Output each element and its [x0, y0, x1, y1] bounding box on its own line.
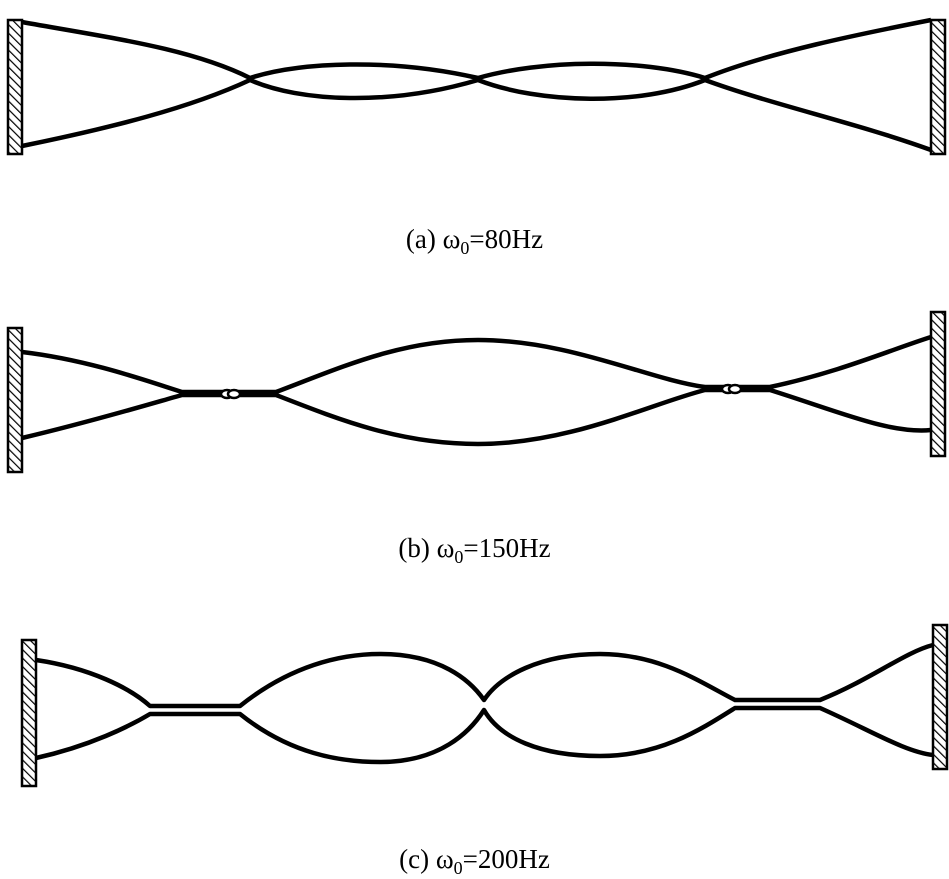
string-envelope-lower — [21, 77, 932, 153]
caption-text: (a) ω — [405, 224, 461, 254]
caption-frequency: =200Hz — [462, 844, 550, 874]
caption-text: (b) ω — [398, 533, 455, 563]
string-envelope-upper — [21, 334, 932, 395]
right-wall-support — [929, 310, 947, 458]
panel-a — [6, 17, 947, 156]
panel-c — [20, 623, 949, 788]
caption-frequency: =150Hz — [463, 533, 551, 563]
caption-subscript: 0 — [454, 547, 464, 567]
node-loop-right — [720, 383, 743, 395]
node-loop-left — [219, 388, 242, 400]
string-envelope-upper — [21, 17, 932, 81]
caption-panel-a: (a) ω0=80Hz — [0, 224, 949, 258]
caption-subscript: 0 — [460, 238, 470, 258]
caption-frequency: =80Hz — [469, 224, 544, 254]
string-envelope-lower — [35, 705, 934, 765]
panel-b — [6, 310, 947, 474]
caption-panel-c: (c) ω0=200Hz — [0, 844, 949, 878]
caption-panel-b: (b) ω0=150Hz — [0, 533, 949, 567]
caption-subscript: 0 — [453, 858, 463, 878]
left-wall-support — [6, 326, 24, 474]
string-envelope-lower — [21, 387, 932, 447]
left-wall-support — [20, 638, 38, 788]
left-wall-support — [6, 18, 24, 156]
right-wall-support — [929, 18, 947, 156]
caption-text: (c) ω — [399, 844, 454, 874]
right-wall-support — [931, 623, 949, 771]
string-envelope-upper — [35, 642, 934, 709]
